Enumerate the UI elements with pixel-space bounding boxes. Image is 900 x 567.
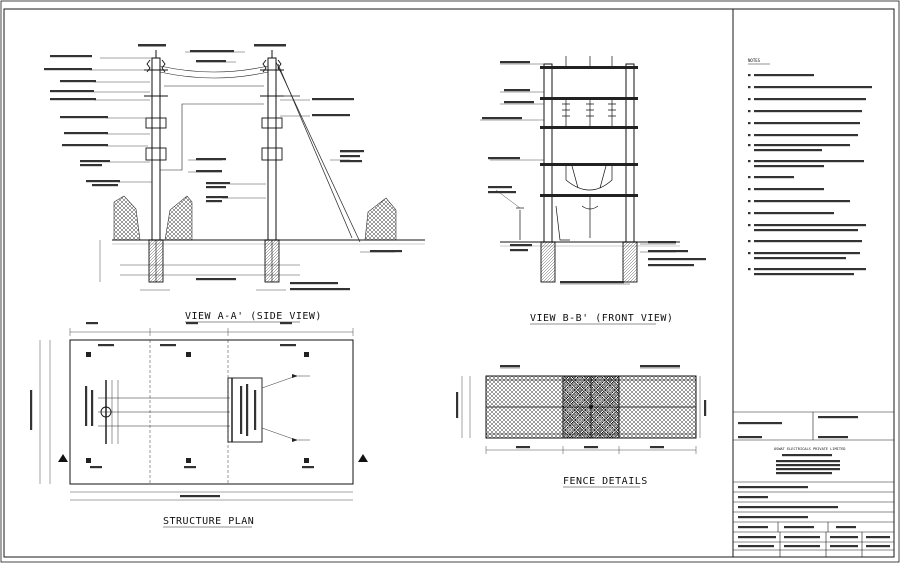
title-block: OSWAT ELECTRICALS PRIVATE LIMITED [733, 411, 894, 557]
notes-heading: NOTES [748, 58, 761, 63]
side-view-drawing: VIEW A-A' (SIDE VIEW) [44, 44, 425, 323]
side-view-title: VIEW A-A' (SIDE VIEW) [185, 311, 322, 322]
fence-details-title: FENCE DETAILS [563, 476, 648, 487]
front-view-drawing: VIEW B-B' (FRONT VIEW) [480, 56, 706, 325]
notes-panel: NOTES [748, 58, 872, 276]
structure-plan-title: STRUCTURE PLAN [163, 516, 254, 527]
front-view-title: VIEW B-B' (FRONT VIEW) [530, 313, 673, 324]
company-name: OSWAT ELECTRICALS PRIVATE LIMITED [774, 447, 845, 451]
structure-plan-drawing: STRUCTURE PLAN [30, 322, 368, 528]
fence-details-drawing: FENCE DETAILS [456, 365, 707, 488]
notes-list [748, 74, 872, 276]
